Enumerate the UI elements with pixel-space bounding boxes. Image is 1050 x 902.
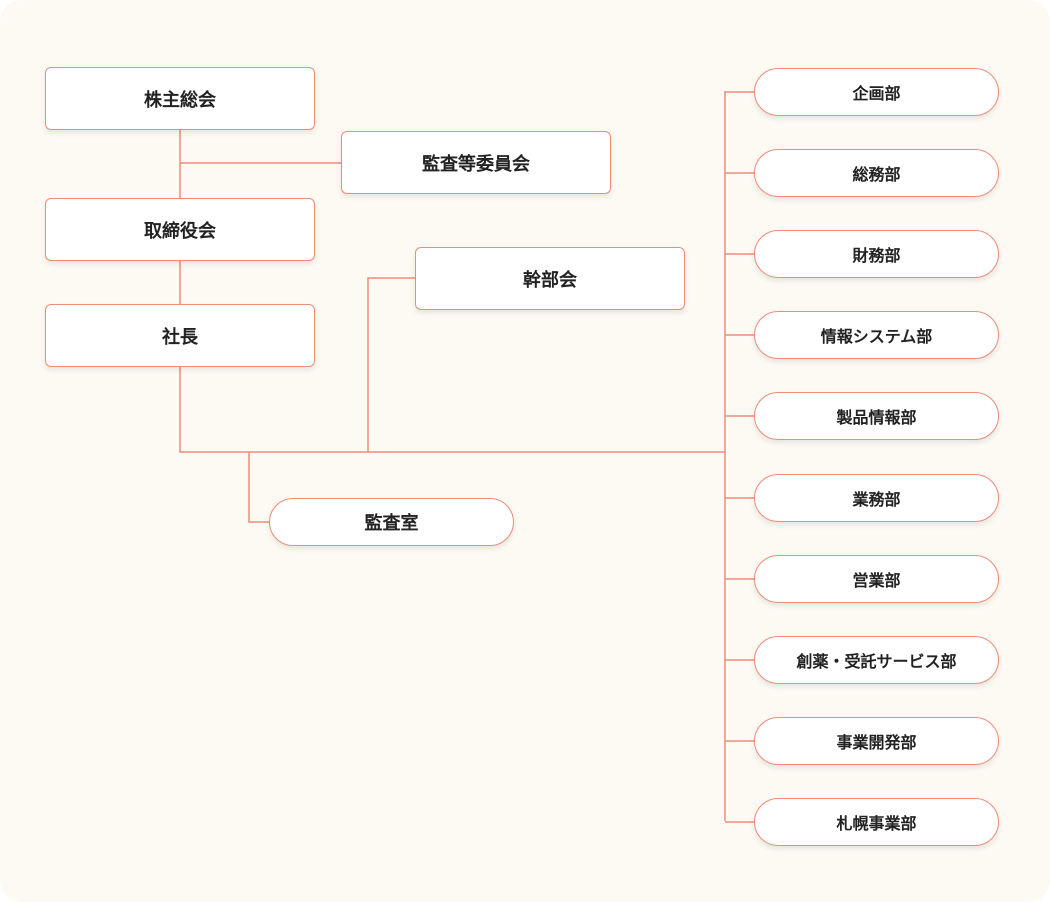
connector-president-bus	[179, 367, 725, 453]
department-box: 情報システム部	[754, 311, 999, 359]
department-box: 事業開発部	[754, 717, 999, 765]
department-box: 営業部	[754, 555, 999, 603]
department-label: 企画部	[852, 84, 901, 103]
department-box: 企画部	[754, 68, 999, 116]
department-label: 営業部	[852, 571, 901, 590]
department-box: 総務部	[754, 149, 999, 197]
connector-executive-meeting	[367, 277, 416, 452]
department-box: 創薬・受託サービス部	[754, 636, 999, 684]
department-ticks	[725, 91, 755, 823]
department-box: 製品情報部	[754, 392, 999, 440]
department-label: 札幌事業部	[836, 814, 917, 833]
connector-audit-office	[248, 452, 270, 523]
president-box: 社長	[45, 304, 315, 367]
executive-meeting-label: 幹部会	[523, 269, 577, 291]
executive-meeting-box: 幹部会	[415, 247, 685, 310]
board-of-directors-box: 取締役会	[45, 198, 315, 261]
board-of-directors-label: 取締役会	[144, 220, 216, 242]
audit-office-label: 監査室	[364, 513, 419, 534]
department-label: 創薬・受託サービス部	[796, 652, 957, 671]
department-label: 事業開発部	[836, 733, 917, 752]
audit-office-box: 監査室	[269, 498, 514, 546]
audit-committee-label: 監査等委員会	[422, 153, 530, 175]
department-label: 総務部	[852, 165, 901, 184]
department-label: 財務部	[852, 246, 901, 265]
department-label: 情報システム部	[820, 327, 933, 346]
department-label: 製品情報部	[836, 408, 917, 427]
department-box: 札幌事業部	[754, 798, 999, 846]
shareholders-meeting-label: 株主総会	[144, 89, 216, 111]
shareholders-meeting-box: 株主総会	[45, 67, 315, 130]
department-label: 業務部	[852, 490, 901, 509]
president-label: 社長	[162, 326, 198, 348]
department-box: 業務部	[754, 474, 999, 522]
department-box: 財務部	[754, 230, 999, 278]
audit-committee-box: 監査等委員会	[341, 131, 611, 194]
